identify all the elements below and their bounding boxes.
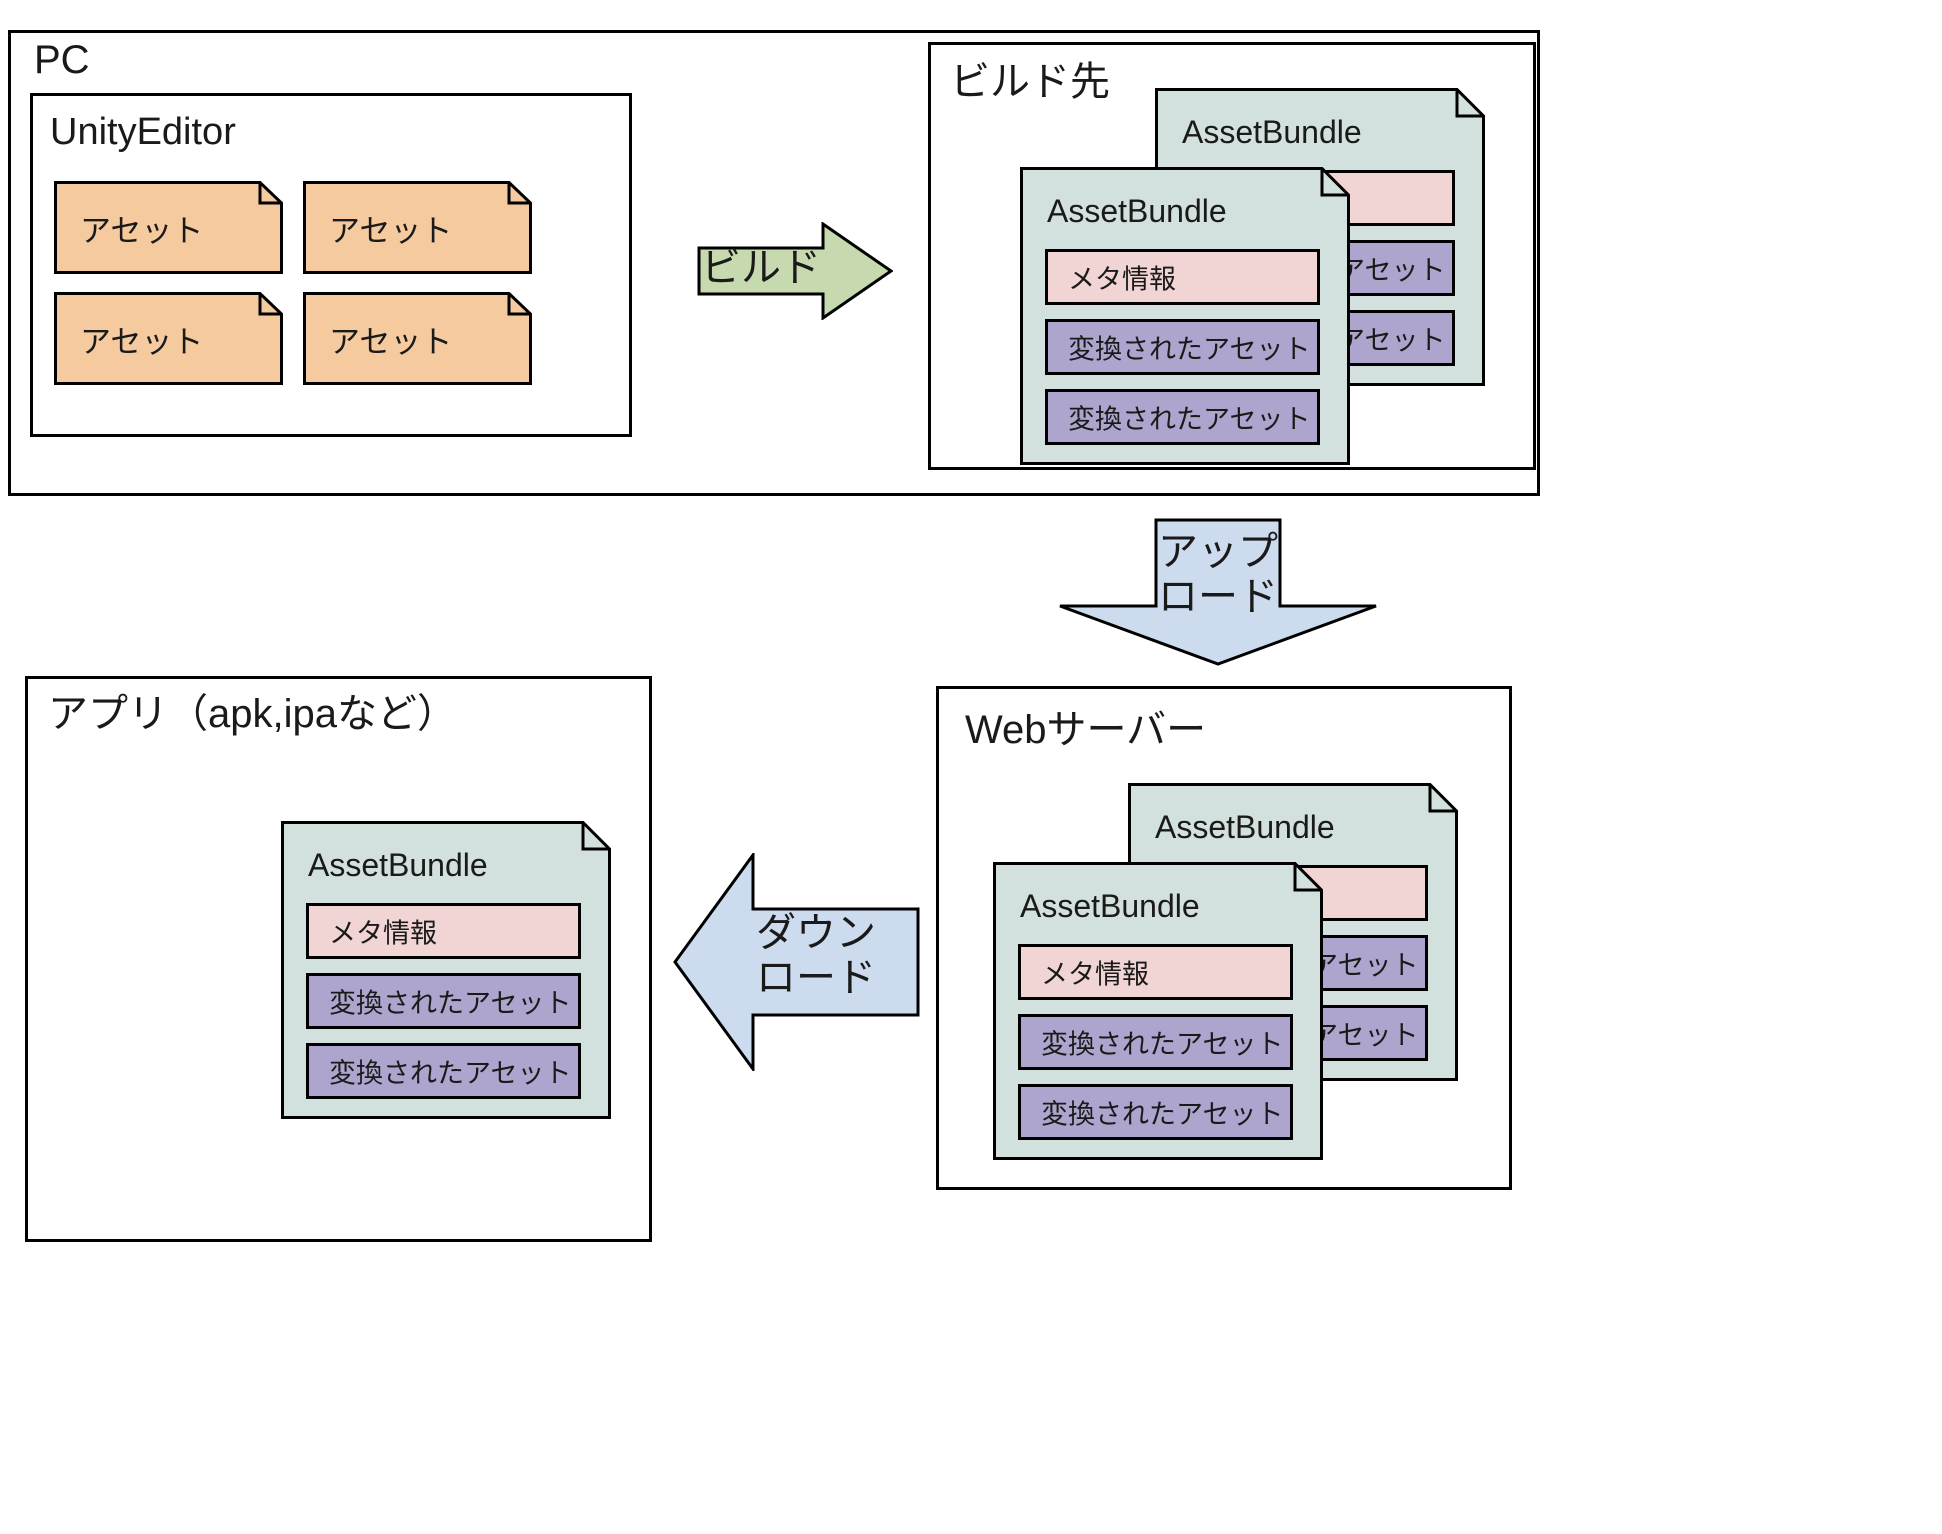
download-arrow-label: ダウン ロード	[756, 911, 876, 1000]
bundle-item-converted: 変換されたアセット	[1018, 1084, 1293, 1140]
build-arrow: ビルド	[697, 222, 893, 320]
bundle-item-converted: 変換されたアセット	[306, 1043, 581, 1099]
asset-label: アセット	[80, 324, 204, 359]
assetbundle-label: AssetBundle	[1182, 114, 1362, 150]
bundle-item-label: メタ情報	[329, 918, 437, 949]
assetbundle-label: AssetBundle	[1020, 888, 1200, 924]
bundle-item-converted: 変換されたアセット	[1045, 319, 1320, 375]
bundle-item-label: 変換されたアセット	[1041, 1099, 1284, 1130]
asset-label: アセット	[329, 213, 453, 248]
assetbundle-note-front: AssetBundle メタ情報 変換されたアセット 変換されたアセット	[993, 862, 1323, 1160]
assetbundle-note-app: AssetBundle メタ情報 変換されたアセット 変換されたアセット	[281, 821, 611, 1119]
asset-note: アセット	[54, 181, 283, 274]
web-server-label: Webサーバー	[965, 708, 1207, 752]
bundle-item-label: 変換されたアセット	[329, 1058, 572, 1089]
download-arrow: ダウン ロード	[673, 853, 920, 1071]
app-label: アプリ（apk,ipaなど）	[48, 692, 457, 736]
build-arrow-label: ビルド	[701, 246, 821, 290]
bundle-item-converted: 変換されたアセット	[1018, 1014, 1293, 1070]
bundle-item-meta: メタ情報	[1045, 249, 1320, 305]
bundle-item-label: 変換されたアセット	[1041, 1029, 1284, 1060]
pc-label: PC	[34, 38, 90, 82]
bundle-item-label: メタ情報	[1041, 959, 1149, 990]
bundle-item-meta: メタ情報	[1018, 944, 1293, 1000]
asset-note: アセット	[303, 292, 532, 385]
bundle-item-converted: 変換されたアセット	[1045, 389, 1320, 445]
bundle-item-label: 変換されたアセット	[1068, 334, 1311, 365]
asset-note: アセット	[54, 292, 283, 385]
asset-note: アセット	[303, 181, 532, 274]
upload-arrow: アップ ロード	[1058, 518, 1378, 666]
asset-label: アセット	[329, 324, 453, 359]
assetbundle-label: AssetBundle	[1047, 193, 1227, 229]
asset-label: アセット	[80, 213, 204, 248]
assetbundle-label: AssetBundle	[308, 847, 488, 883]
upload-arrow-label: アップ ロード	[1158, 530, 1278, 619]
bundle-item-meta: メタ情報	[306, 903, 581, 959]
unity-editor-label: UnityEditor	[50, 111, 236, 153]
assetbundle-label: AssetBundle	[1155, 809, 1335, 845]
bundle-item-label: 変換されたアセット	[329, 988, 572, 1019]
assetbundle-note-front: AssetBundle メタ情報 変換されたアセット 変換されたアセット	[1020, 167, 1350, 465]
bundle-item-label: メタ情報	[1068, 264, 1176, 295]
build-destination-label: ビルド先	[950, 60, 1110, 104]
bundle-item-label: 変換されたアセット	[1068, 404, 1311, 435]
bundle-item-converted: 変換されたアセット	[306, 973, 581, 1029]
